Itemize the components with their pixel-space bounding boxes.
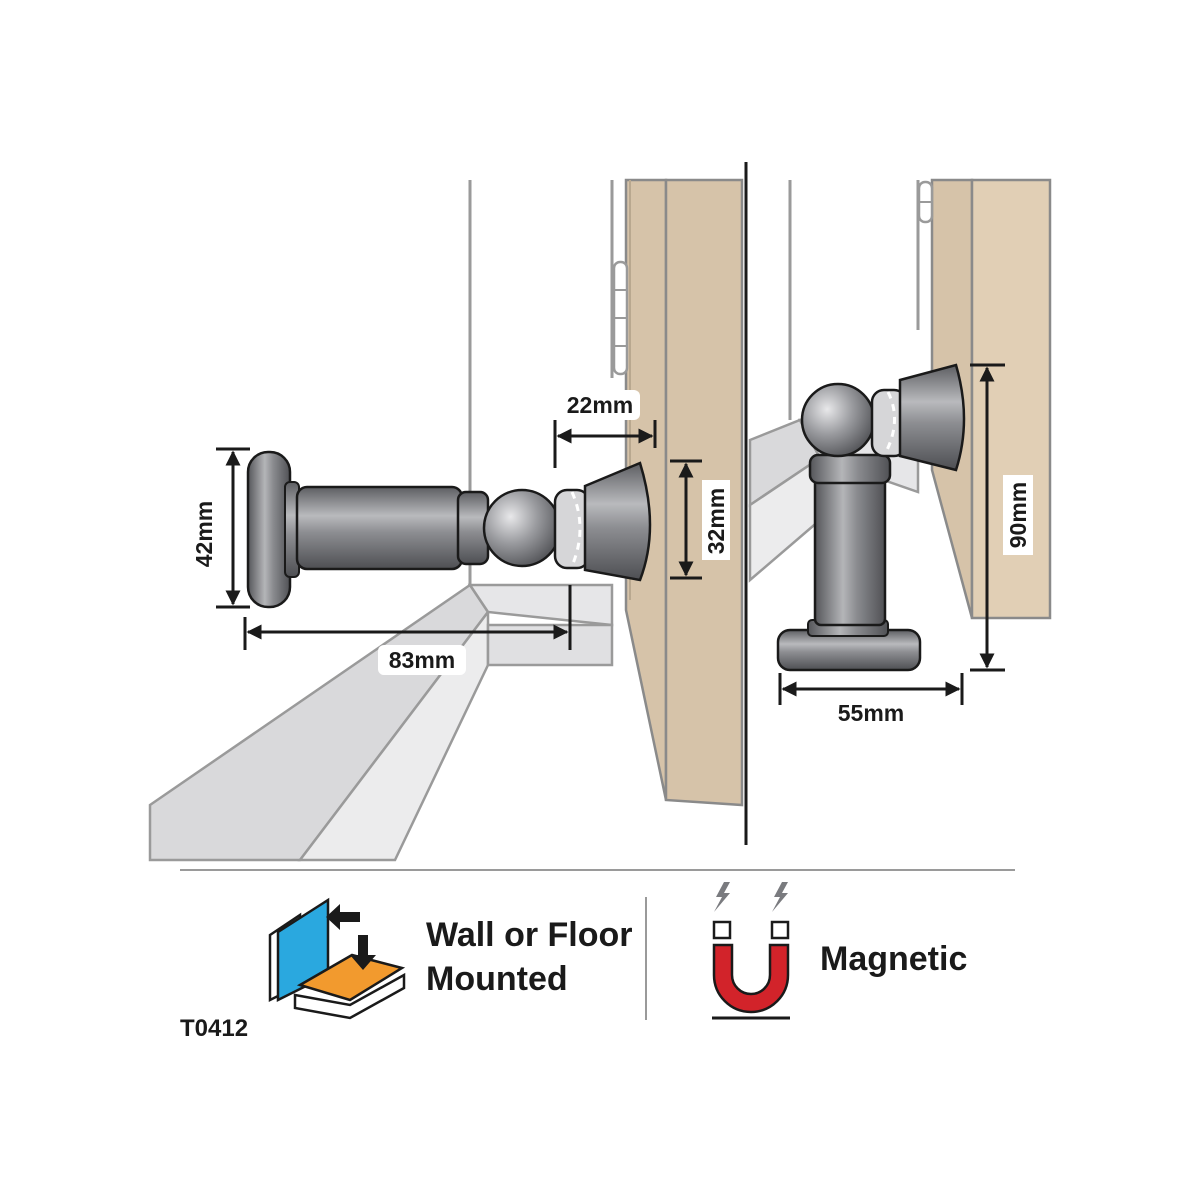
dim-label-floor-base-width: 55mm bbox=[838, 700, 904, 726]
wall-stop-body bbox=[295, 485, 464, 571]
dim-label-floor-height: 90mm bbox=[1005, 482, 1031, 548]
feature-mounting-line1: Wall or Floor bbox=[426, 916, 633, 954]
dim-label-wall-projection: 83mm bbox=[389, 647, 455, 673]
floor-mount-scene: 90mm 55mm bbox=[748, 178, 1052, 728]
floor-door-stop bbox=[776, 363, 966, 672]
hinge-icon bbox=[917, 180, 934, 224]
hinge-icon bbox=[612, 260, 629, 376]
wall-floor-mount-icon bbox=[268, 897, 406, 1020]
dimension-55mm: 55mm bbox=[778, 673, 964, 728]
wall-door-stop bbox=[246, 450, 652, 609]
dim-label-catch-depth: 22mm bbox=[567, 392, 633, 418]
dim-label-wall-height: 42mm bbox=[191, 501, 217, 567]
feature-mounting-line2: Mounted bbox=[426, 960, 568, 998]
wall-stop-catch bbox=[583, 461, 652, 582]
wall-stop-ball bbox=[482, 488, 562, 568]
magnet-icon bbox=[712, 882, 790, 1020]
floor-skirting bbox=[148, 583, 614, 862]
floor-stop-ball bbox=[800, 382, 876, 458]
product-code: T0412 bbox=[180, 1015, 248, 1042]
dim-label-catch-height: 32mm bbox=[703, 488, 729, 554]
floor-stop-catch bbox=[898, 363, 966, 472]
dimension-22mm: 22mm bbox=[553, 390, 657, 468]
dimension-90mm: 90mm bbox=[970, 363, 1033, 672]
floor-stop-post bbox=[813, 468, 887, 627]
dimension-42mm: 42mm bbox=[188, 447, 250, 609]
wall-mount-scene: 42mm 83mm 22mm 32mm bbox=[148, 178, 744, 862]
dimension-83mm: 83mm bbox=[243, 585, 572, 675]
wall-stop-base-plate bbox=[246, 450, 292, 609]
dimension-32mm: 32mm bbox=[670, 459, 730, 580]
feature-magnetic: Magnetic bbox=[820, 940, 967, 978]
